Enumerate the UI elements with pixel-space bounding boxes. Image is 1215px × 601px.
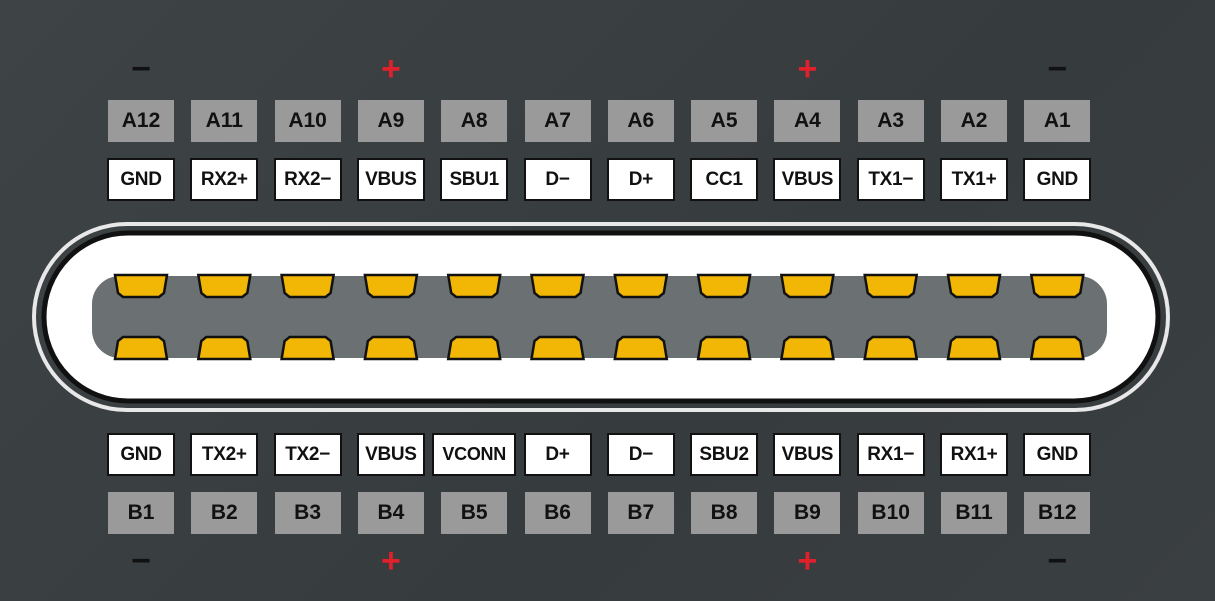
signal-label-top-7: CC1 — [690, 158, 759, 201]
signal-label-bottom-2: TX2− — [273, 433, 342, 476]
pin-label-top-1: A11 — [191, 100, 258, 142]
signal-label-bottom-10: RX1+ — [940, 433, 1008, 476]
bottom-contact-row — [113, 335, 1085, 361]
contact-top-8 — [779, 273, 835, 299]
signal-label-top-1: RX2+ — [190, 158, 259, 201]
pin-label-top-4: A8 — [441, 100, 508, 142]
contact-top-5 — [530, 273, 585, 299]
signal-label-bottom-8: VBUS — [773, 433, 842, 476]
contact-bottom-7 — [696, 335, 752, 361]
pin-label-bottom-2: B3 — [274, 492, 341, 534]
contact-top-3 — [363, 273, 419, 299]
polarity-top-minus-0: − — [131, 50, 151, 88]
signal-label-top-0: GND — [107, 158, 175, 201]
polarity-top-minus-11: − — [1047, 50, 1068, 88]
signal-label-bottom-0: GND — [107, 433, 175, 476]
pin-label-bottom-6: B7 — [607, 492, 674, 534]
signal-label-top-11: GND — [1023, 158, 1092, 201]
polarity-top-plus-8: + — [797, 50, 818, 88]
contact-top-1 — [196, 273, 252, 299]
signal-label-bottom-11: GND — [1023, 433, 1092, 476]
signal-label-top-3: VBUS — [356, 158, 425, 201]
signal-label-top-10: TX1+ — [940, 158, 1008, 201]
signal-label-top-6: D+ — [606, 158, 675, 201]
contact-top-9 — [863, 273, 919, 299]
contact-top-4 — [446, 273, 502, 299]
signal-label-bottom-1: TX2+ — [190, 433, 259, 476]
signal-label-bottom-4: VCONN — [432, 433, 517, 476]
contact-bottom-11 — [1029, 335, 1085, 361]
pin-label-top-3: A9 — [357, 100, 424, 142]
contact-top-10 — [946, 273, 1002, 299]
pin-label-bottom-9: B10 — [857, 492, 924, 534]
contact-top-6 — [613, 273, 669, 299]
pin-label-top-11: A1 — [1024, 100, 1091, 142]
top-contact-row — [113, 273, 1085, 299]
polarity-bottom-minus-0: − — [131, 542, 151, 580]
pin-label-bottom-7: B8 — [691, 492, 758, 534]
contact-bottom-1 — [196, 335, 252, 361]
signal-label-top-8: VBUS — [773, 158, 842, 201]
polarity-bottom-minus-11: − — [1047, 542, 1068, 580]
contact-bottom-2 — [280, 335, 336, 361]
pin-label-bottom-1: B2 — [191, 492, 258, 534]
pin-label-top-6: A6 — [607, 100, 674, 142]
pin-label-bottom-8: B9 — [774, 492, 841, 534]
signal-label-top-4: SBU1 — [440, 158, 509, 201]
polarity-top-plus-3: + — [380, 50, 401, 88]
contact-top-2 — [280, 273, 336, 299]
polarity-bottom-plus-8: + — [797, 542, 818, 580]
contact-bottom-8 — [779, 335, 835, 361]
contact-bottom-5 — [530, 335, 585, 361]
contact-top-7 — [696, 273, 752, 299]
signal-label-bottom-6: D− — [606, 433, 675, 476]
contact-bottom-0 — [113, 335, 169, 361]
signal-label-top-9: TX1− — [856, 158, 925, 201]
pin-label-bottom-11: B12 — [1024, 492, 1091, 534]
pin-label-top-7: A5 — [691, 100, 758, 142]
polarity-bottom-plus-3: + — [380, 542, 401, 580]
pin-label-bottom-4: B5 — [441, 492, 508, 534]
contact-bottom-4 — [446, 335, 502, 361]
pin-label-top-9: A3 — [857, 100, 924, 142]
pin-label-top-0: A12 — [108, 100, 174, 142]
pin-label-bottom-0: B1 — [108, 492, 174, 534]
receptacle-outer-shell — [32, 222, 1170, 412]
contact-top-11 — [1029, 273, 1085, 299]
signal-label-bottom-3: VBUS — [356, 433, 425, 476]
pin-label-top-10: A2 — [941, 100, 1007, 142]
contact-bottom-10 — [946, 335, 1002, 361]
receptacle-tongue — [92, 276, 1107, 358]
signal-label-top-2: RX2− — [273, 158, 342, 201]
contact-bottom-6 — [613, 335, 669, 361]
contact-top-0 — [113, 273, 169, 299]
contact-bottom-3 — [363, 335, 419, 361]
pin-label-bottom-5: B6 — [524, 492, 591, 534]
pin-label-top-8: A4 — [774, 100, 841, 142]
pin-label-bottom-10: B11 — [941, 492, 1007, 534]
signal-label-top-5: D− — [523, 158, 592, 201]
pin-label-bottom-3: B4 — [357, 492, 424, 534]
signal-label-bottom-9: RX1− — [856, 433, 925, 476]
pin-label-top-5: A7 — [524, 100, 591, 142]
contact-bottom-9 — [863, 335, 919, 361]
pin-label-top-2: A10 — [274, 100, 341, 142]
signal-label-bottom-7: SBU2 — [690, 433, 759, 476]
signal-label-bottom-5: D+ — [523, 433, 592, 476]
